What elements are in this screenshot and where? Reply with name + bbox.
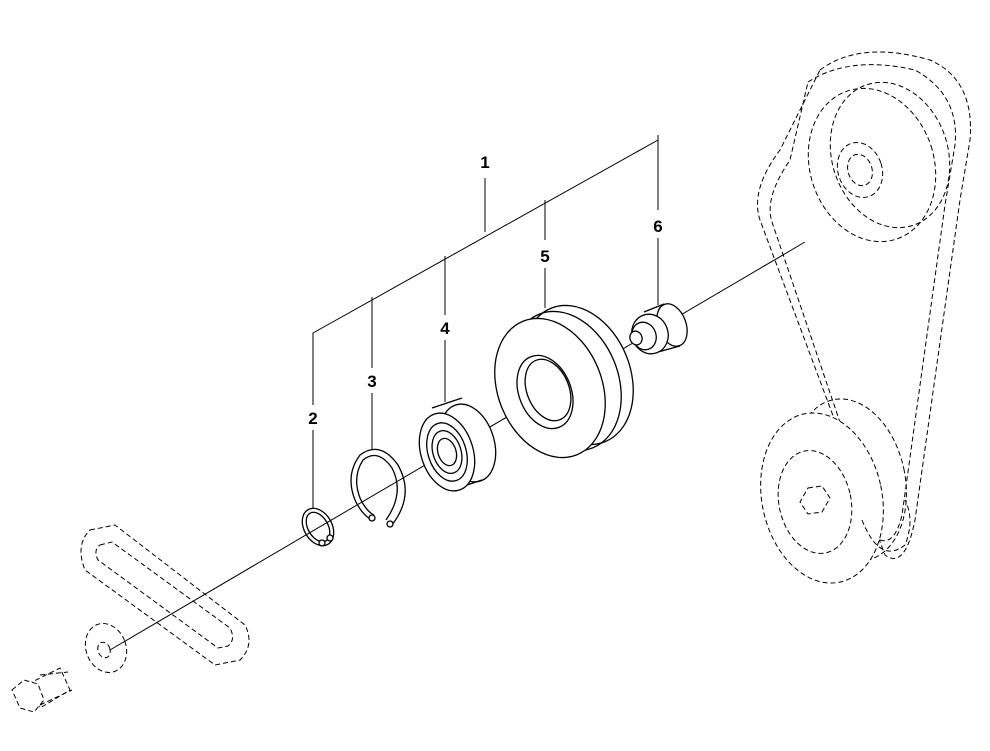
part-2-snap-ring <box>301 507 335 547</box>
callout-4: 4 <box>440 319 450 338</box>
part-4-bearing <box>418 397 497 492</box>
part-3-retaining-ring <box>350 448 406 528</box>
callout-2: 2 <box>308 409 317 428</box>
callout-3: 3 <box>367 372 376 391</box>
callout-1: 1 <box>480 153 489 172</box>
callout-leaders <box>312 135 659 508</box>
reference-belt-drive <box>757 51 971 584</box>
part-6-spacer <box>629 303 688 355</box>
reference-slotted-plate <box>11 524 250 713</box>
part-5-pulley <box>494 304 634 459</box>
callout-6: 6 <box>653 217 662 236</box>
callout-5: 5 <box>540 247 549 266</box>
